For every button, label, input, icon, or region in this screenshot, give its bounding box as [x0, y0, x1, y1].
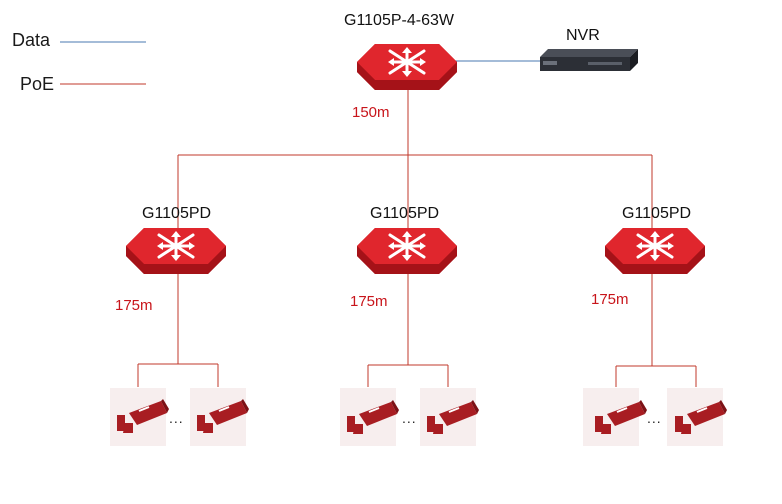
switch-icon-1: [124, 226, 228, 276]
switch-icon-3: [603, 226, 707, 276]
switch-label-1: G1105PD: [142, 205, 212, 222]
camera-group-ellipsis-2: ...: [402, 410, 417, 426]
switch-icon-2: [355, 226, 459, 276]
camera-icon-1b: [196, 398, 250, 434]
camera-icon-2a: [346, 399, 400, 435]
downlink-distance-2: 175m: [350, 293, 388, 310]
nvr-label: NVR: [566, 27, 600, 44]
camera-icon-3b: [674, 399, 728, 435]
camera-icon-3a: [594, 399, 648, 435]
legend-data-label: Data: [12, 30, 51, 50]
nvr-recorder-icon: [540, 49, 638, 71]
legend-poe-label: PoE: [20, 74, 55, 94]
camera-icon-2b: [426, 399, 480, 435]
uplink-distance: 150m: [352, 104, 390, 121]
poe-downlink-group-1: [137, 272, 219, 387]
camera-icon-1a: [116, 398, 170, 434]
switch-label-2: G1105PD: [370, 205, 440, 222]
core-switch-icon: [355, 42, 459, 92]
core-switch-label: G1105P-4-63W: [344, 12, 454, 29]
poe-downlink-group-2: [367, 272, 449, 387]
downlink-distance-1: 175m: [115, 297, 153, 314]
poe-downlink-group-3: [615, 272, 697, 387]
downlink-distance-3: 175m: [591, 291, 629, 308]
switch-label-3: G1105PD: [622, 205, 692, 222]
camera-group-ellipsis-3: ...: [647, 410, 662, 426]
camera-group-ellipsis-1: ...: [169, 410, 184, 426]
